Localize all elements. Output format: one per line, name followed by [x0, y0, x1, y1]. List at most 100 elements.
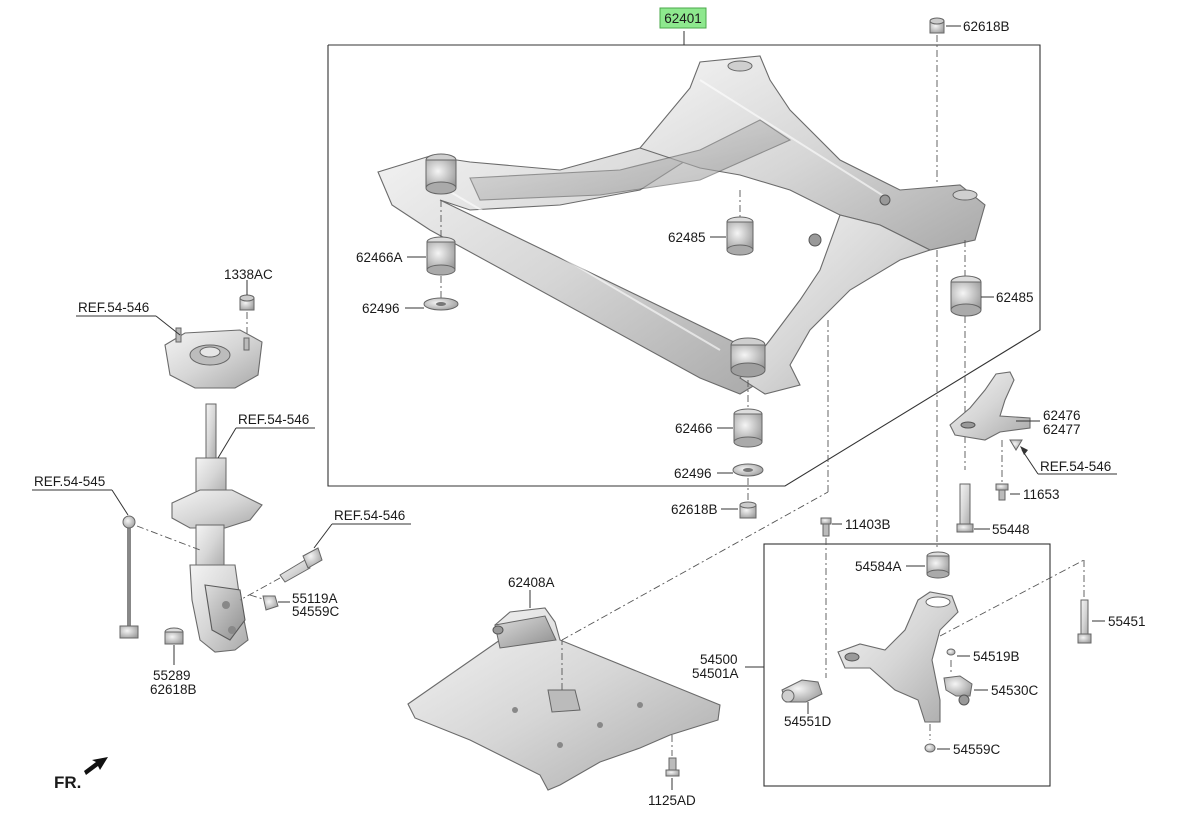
- strut-shock-absorber[interactable]: [171, 403, 263, 653]
- svg-text:54559C: 54559C: [292, 604, 340, 619]
- front-direction-indicator: FR.: [54, 757, 108, 792]
- svg-text:62476: 62476: [1043, 408, 1081, 423]
- bracket-62476-62477[interactable]: [949, 371, 1031, 441]
- svg-text:REF.54-546: REF.54-546: [78, 300, 149, 315]
- dash-cover-diag: [561, 491, 829, 641]
- svg-text:54500: 54500: [700, 652, 738, 667]
- callout-11653: 11653: [1010, 487, 1060, 502]
- svg-text:62618B: 62618B: [150, 682, 197, 697]
- bolt-11403B[interactable]: [820, 517, 832, 678]
- svg-text:54530C: 54530C: [991, 683, 1039, 698]
- callout-62476-62477: 62476 62477: [1016, 408, 1081, 437]
- svg-text:62496: 62496: [362, 301, 400, 316]
- callout-55448: 55448: [974, 522, 1030, 537]
- callout-55451: 55451: [1092, 614, 1146, 629]
- svg-text:62496: 62496: [674, 466, 712, 481]
- svg-text:54559C: 54559C: [953, 742, 1001, 757]
- callout-62485-right: 62485: [981, 290, 1034, 305]
- part-number-62401[interactable]: 62401: [659, 7, 707, 29]
- washer-62496-lower[interactable]: [732, 463, 764, 477]
- svg-text:REF.54-545: REF.54-545: [34, 474, 105, 489]
- svg-text:62618B: 62618B: [671, 502, 718, 517]
- ball-joint-54530C[interactable]: [943, 675, 973, 706]
- svg-text:62618B: 62618B: [963, 19, 1010, 34]
- bushing-62466A[interactable]: [426, 200, 456, 276]
- washer-62496-upper[interactable]: [423, 276, 459, 311]
- callout-54519B: 54519B: [957, 649, 1020, 664]
- svg-text:11403B: 11403B: [845, 517, 891, 532]
- svg-text:62477: 62477: [1043, 422, 1081, 437]
- nut-55119A-54559C[interactable]: [249, 594, 279, 611]
- lower-control-arm[interactable]: [837, 591, 959, 723]
- bolt-55451[interactable]: [939, 559, 1092, 644]
- svg-text:55448: 55448: [992, 522, 1030, 537]
- svg-text:54584A: 54584A: [855, 559, 902, 574]
- stabilizer-link[interactable]: [119, 515, 201, 639]
- svg-text:55289: 55289: [153, 668, 191, 683]
- svg-text:62485: 62485: [996, 290, 1034, 305]
- svg-text:62485: 62485: [668, 230, 706, 245]
- callout-62618B-top: 62618B: [946, 19, 1010, 34]
- bolt-11653[interactable]: [995, 440, 1009, 501]
- svg-text:55119A: 55119A: [292, 591, 338, 606]
- svg-text:1338AC: 1338AC: [224, 267, 273, 282]
- lower-arm-box: [763, 543, 1051, 787]
- callout-62466A: 62466A: [356, 250, 426, 265]
- ref-callout-bolt[interactable]: REF.54-546: [313, 508, 411, 549]
- callout-54551D: 54551D: [784, 702, 832, 729]
- svg-text:62466A: 62466A: [356, 250, 403, 265]
- strut-bolt[interactable]: [239, 547, 323, 601]
- svg-text:62466: 62466: [675, 421, 713, 436]
- svg-text:54501A: 54501A: [692, 666, 739, 681]
- subframe-assembly-box: [327, 31, 1041, 487]
- callout-11403B: 11403B: [832, 517, 891, 532]
- bushing-62485-center[interactable]: [726, 190, 754, 256]
- callout-62618B-lower: 62618B: [671, 502, 738, 517]
- part-number-62401-text: 62401: [664, 11, 702, 26]
- callout-62466: 62466: [675, 421, 733, 436]
- ref-callout-strut[interactable]: REF.54-546: [217, 412, 315, 459]
- svg-text:REF.54-546: REF.54-546: [238, 412, 309, 427]
- bushing-62485-right[interactable]: [950, 240, 982, 317]
- callout-1125AD: 1125AD: [648, 778, 696, 808]
- svg-text:REF.54-546: REF.54-546: [1040, 459, 1111, 474]
- ref-callout-mount[interactable]: REF.54-546: [76, 300, 181, 336]
- bolt-55448[interactable]: [956, 483, 974, 533]
- bushing-54584A[interactable]: [926, 551, 950, 579]
- callout-62496-lower: 62496: [674, 466, 733, 481]
- bushing-62466[interactable]: [733, 380, 763, 448]
- svg-text:REF.54-546: REF.54-546: [334, 508, 405, 523]
- callout-54500: 54500 54501A: [692, 652, 764, 681]
- svg-text:54551D: 54551D: [784, 714, 832, 729]
- arrow-icon: [84, 757, 108, 775]
- callout-54530C: 54530C: [974, 683, 1039, 698]
- callout-54559C-right: 54559C: [937, 742, 1001, 757]
- callout-62408A: 62408A: [508, 575, 555, 608]
- nut-54519B[interactable]: [946, 648, 956, 674]
- nut-54559C-right[interactable]: [924, 724, 936, 753]
- ref-callout-bracket[interactable]: REF.54-546: [1020, 446, 1117, 475]
- svg-text:54519B: 54519B: [973, 649, 1020, 664]
- bushing-54551D[interactable]: [781, 679, 823, 703]
- svg-text:11653: 11653: [1023, 487, 1060, 502]
- nut-55289-62618B[interactable]: [164, 627, 184, 645]
- callout-55119A-54559C: 55119A 54559C: [278, 591, 340, 619]
- svg-text:55451: 55451: [1108, 614, 1146, 629]
- callout-62496-upper: 62496: [362, 301, 424, 316]
- callout-54584A: 54584A: [855, 559, 925, 574]
- callout-1338AC: 1338AC: [224, 267, 273, 295]
- nut-62618B-lower[interactable]: [739, 478, 757, 519]
- ref-callout-link[interactable]: REF.54-545: [32, 474, 129, 516]
- washer-ref-bracket[interactable]: [1009, 439, 1023, 451]
- nut-62618B-top[interactable]: [929, 17, 945, 185]
- bolt-1125AD[interactable]: [665, 735, 680, 777]
- svg-text:62408A: 62408A: [508, 575, 555, 590]
- callout-62485-center: 62485: [668, 230, 726, 245]
- crossmember-subframe: [377, 55, 986, 395]
- strut-top-mount[interactable]: [164, 327, 263, 389]
- svg-text:1125AD: 1125AD: [648, 793, 696, 808]
- under-cover-62408A[interactable]: [407, 607, 721, 791]
- callout-55289-62618B: 55289 62618B: [150, 645, 197, 697]
- svg-text:FR.: FR.: [54, 773, 81, 792]
